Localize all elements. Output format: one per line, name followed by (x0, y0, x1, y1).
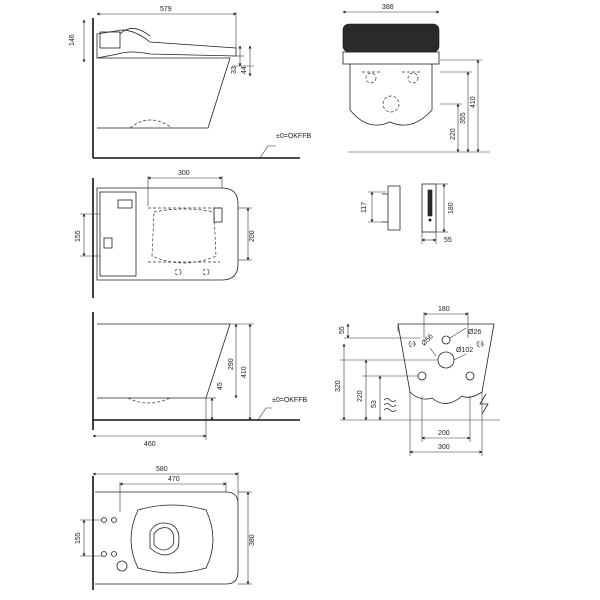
dim-bowl-h1: 45 (217, 382, 224, 390)
dim-seat-height: 146 (69, 34, 76, 46)
bowl-side-outline (97, 323, 231, 399)
dim-top-width: 300 (178, 170, 190, 177)
dim-front-h2b: 220 (357, 390, 364, 402)
bowl-front-outline-2 (397, 323, 495, 404)
remote-view: 117 180 55 (361, 183, 455, 244)
outlet-hole (382, 95, 400, 113)
bowl-hidden-line (129, 119, 173, 129)
dim-front-top-width: 180 (438, 306, 450, 313)
bowl-side-hidden (127, 397, 171, 404)
dim-bowl-top-left: 155 (75, 532, 82, 544)
bowl-outlet (149, 522, 180, 556)
dim-front-h2: 355 (460, 112, 467, 124)
dim-front-bottom2: 300 (438, 444, 450, 451)
dim-front-width: 386 (382, 4, 394, 11)
dim-bowl-h3: 410 (241, 366, 248, 378)
dim-diameter-large: Ø102 (456, 347, 473, 354)
dim-top-left: 155 (75, 230, 82, 242)
top-outline (96, 187, 239, 281)
dim-front-offset: 55 (339, 326, 346, 334)
washlet-lid-front (342, 23, 440, 53)
dim-bowl-length: 460 (144, 441, 156, 448)
bowl-top-outline (95, 491, 239, 585)
fixing-hole (441, 335, 451, 345)
dim-washlet-width: 579 (160, 6, 172, 13)
washlet-side-view: 579 146 33 44 ±0=OKFFB (69, 6, 311, 159)
dim-d1: 33 (231, 66, 238, 74)
dim-bowl-top-inner: 470 (168, 476, 180, 483)
washlet-seat-outline (96, 29, 237, 59)
dim-top-right: 200 (249, 230, 256, 242)
seat-opening-hidden (151, 208, 217, 264)
floor-reference-label: ±0=OKFFB (276, 133, 311, 140)
washlet-top-view: 300 155 200 (75, 170, 256, 298)
dim-front-h3b: 320 (335, 380, 342, 392)
bowl-outline (97, 57, 231, 129)
bowl-front-outline (349, 64, 433, 126)
outlet-large (437, 351, 455, 369)
bowl-side-view: 45 290 410 460 ±0=OKFFB (92, 312, 307, 448)
dim-bowl-top-overall: 580 (156, 466, 168, 473)
dim-remote-depth: 55 (444, 237, 452, 244)
washlet-front-view: 386 220 355 410 (342, 4, 490, 153)
dim-remote-height: 117 (361, 202, 368, 213)
remote-side (387, 185, 401, 231)
floor-reference-label-bowl: ±0=OKFFB (272, 397, 307, 404)
water-supply-icon (383, 398, 397, 412)
dim-bowl-top-right: 380 (249, 534, 256, 546)
bowl-top-view: 580 470 155 380 (75, 466, 256, 590)
dim-front-h3: 410 (470, 96, 477, 108)
electrical-icon (479, 393, 489, 415)
dim-bowl-h2: 290 (228, 358, 235, 370)
dim-front-bottom1: 200 (438, 430, 450, 437)
bowl-rim-outer (130, 504, 214, 574)
dim-d2: 44 (241, 66, 248, 74)
remote-front (421, 183, 437, 233)
dim-diameter-small: Ø26 (468, 329, 481, 336)
seat-front (342, 51, 440, 65)
dim-diameter-mid: Ø56 (420, 333, 434, 347)
control-unit-top (99, 191, 137, 277)
lid-outline (119, 28, 151, 37)
bowl-front-view: 180 55 Ø26 Ø102 Ø56 320 220 53 200 300 (335, 306, 500, 456)
dim-remote-height2: 180 (448, 202, 455, 214)
washlet-control-box (99, 31, 121, 49)
dim-front-h1: 220 (450, 128, 457, 140)
dim-front-h1b: 53 (371, 400, 378, 408)
